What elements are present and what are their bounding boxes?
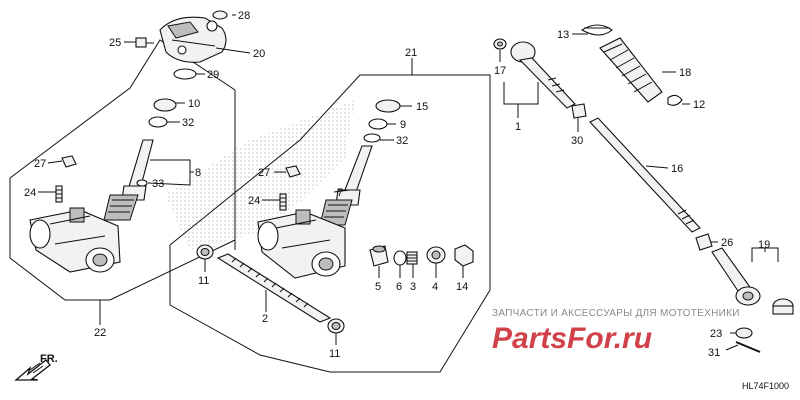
o-ring-6 [393,250,407,266]
clamp-13 [580,24,613,36]
front-indicator-label: FR. [40,353,58,365]
snap-ring-33 [136,179,148,187]
watermark-caption: ЗАПЧАСТИ И АКСЕССУАРЫ ДЛЯ МОТОТЕХНИКИ [492,308,740,319]
rack-housing-left [29,207,121,273]
callout-12: 12 [693,99,705,111]
o-ring-29 [173,68,197,80]
pinion-shaft-center [319,145,373,226]
callout-5: 5 [375,281,381,293]
nut-26 [695,233,713,251]
dust-seal-19 [772,298,794,315]
plug-4 [426,246,446,264]
cotter-pin-31 [735,341,761,353]
adjuster-5 [369,245,389,267]
watermark-logo: PartsFor.ru [492,322,652,355]
callout-1: 1 [515,121,521,133]
callout-11-b: 11 [329,348,340,360]
boot-18 [599,37,663,103]
callout-24-left: 24 [24,187,36,199]
callout-27-left: 27 [34,158,46,170]
callout-20: 20 [253,48,265,60]
bushing-11-a [196,244,214,260]
callout-13: 13 [557,29,569,41]
stud-24-center [279,193,287,211]
callout-9: 9 [400,119,406,131]
seal-15 [375,99,401,113]
tie-rod-inner-1 [510,41,576,109]
callout-28: 28 [238,10,250,22]
callout-22: 22 [94,327,106,339]
pinion-shaft-left [103,139,154,221]
callout-10: 10 [188,98,200,110]
outline-22 [9,39,236,301]
front-arrow-icon [14,359,51,381]
callout-8: 8 [195,167,201,179]
callout-23: 23 [710,328,722,340]
callout-25: 25 [109,37,121,49]
callout-33: 33 [152,178,164,190]
clamp-12 [667,94,683,106]
callout-32-left: 32 [182,117,194,129]
callout-15: 15 [416,101,428,113]
callout-7: 7 [337,187,343,199]
stud-24-left [55,185,63,203]
callout-19: 19 [758,239,770,251]
tie-rod-end-19 [711,247,761,306]
callout-21: 21 [405,47,417,59]
callout-14: 14 [456,281,468,293]
spring-3 [406,251,418,265]
outline-21 [169,74,491,373]
nut-30 [571,103,587,119]
castle-nut-23 [735,327,753,339]
tie-rod-16 [589,117,701,233]
nut-27-left [61,155,77,168]
rack-housing-center [257,209,346,279]
gear-housing-cover [159,16,227,63]
callout-11-a: 11 [198,275,209,287]
callout-29: 29 [207,69,219,81]
diagram-code: HL74F1000 [742,381,789,391]
callout-16: 16 [671,163,683,175]
callout-4: 4 [432,281,438,293]
nut-17 [493,38,507,50]
bushing-11-b [327,318,345,334]
callout-3: 3 [410,281,416,293]
ring-32-center [363,133,381,143]
callout-30: 30 [571,135,583,147]
callout-31: 31 [708,347,720,359]
lock-nut-14 [454,244,474,267]
callout-24-center: 24 [248,195,260,207]
callout-32-center: 32 [396,135,408,147]
callout-27-center: 27 [258,167,270,179]
seal-10 [153,98,177,112]
cap-28 [212,10,228,20]
callout-26: 26 [721,237,733,249]
ring-9 [368,118,388,130]
callout-labels: 28 25 20 29 10 32 8 33 27 24 22 21 15 9 … [24,10,770,360]
callout-2: 2 [262,313,268,325]
steering-rack-2 [216,253,332,323]
callout-6: 6 [396,281,402,293]
leader-lines [38,14,779,351]
callout-18: 18 [679,67,691,79]
shaded-region [165,100,355,250]
ring-32-left [148,116,168,128]
callout-17: 17 [494,65,506,77]
nut-27-center [285,165,301,178]
bolt-25 [135,37,154,48]
